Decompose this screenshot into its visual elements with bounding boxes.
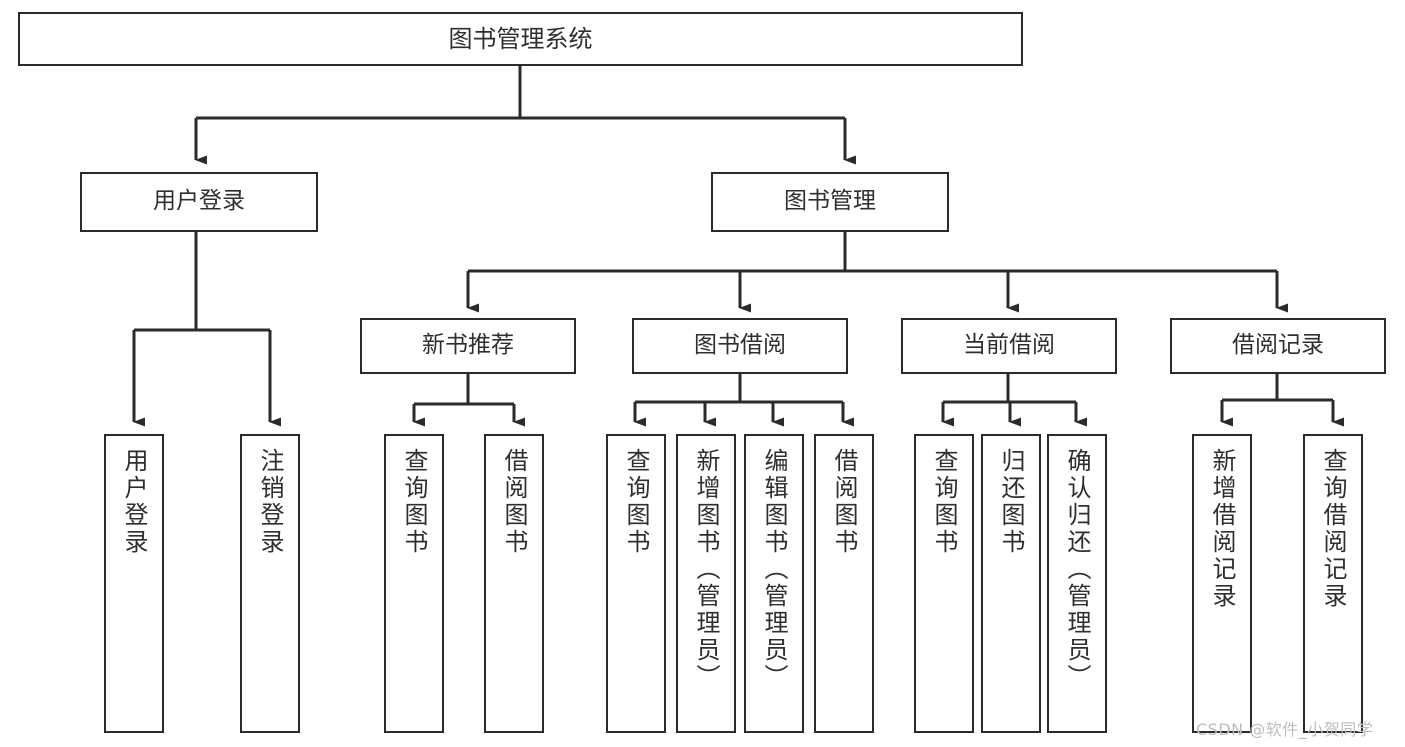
node-book-management[interactable]: 图书管理: [711, 172, 949, 232]
node-leaf-user-login[interactable]: 用户登录: [104, 434, 164, 733]
node-label: 新书推荐: [422, 332, 514, 359]
node-leaf-return-book[interactable]: 归还图书: [981, 434, 1041, 733]
node-label: 查询图书: [930, 448, 958, 556]
node-leaf-edit-book-admin[interactable]: 编辑图书（管理员）: [744, 434, 804, 733]
node-label: 用户登录: [153, 188, 245, 215]
node-leaf-add-book-admin[interactable]: 新增图书（管理员）: [676, 434, 736, 733]
node-label: 借阅图书: [830, 448, 858, 556]
node-leaf-query-book-borrow[interactable]: 查询图书: [606, 434, 666, 733]
node-leaf-confirm-return-admin[interactable]: 确认归还（管理员）: [1047, 434, 1107, 733]
node-label: 查询借阅记录: [1319, 448, 1347, 610]
node-label: 图书借阅: [694, 332, 786, 359]
node-leaf-add-borrow-record[interactable]: 新增借阅记录: [1192, 434, 1252, 733]
node-borrow-record[interactable]: 借阅记录: [1170, 318, 1386, 374]
node-label: 归还图书: [997, 448, 1025, 556]
node-label: 用户登录: [120, 448, 148, 556]
node-label: 当前借阅: [963, 332, 1055, 359]
node-current-borrow[interactable]: 当前借阅: [901, 318, 1117, 374]
node-label: 新增借阅记录: [1208, 448, 1236, 610]
node-label: 借阅图书: [500, 448, 528, 556]
node-user-login[interactable]: 用户登录: [80, 172, 318, 232]
node-root-library-management-system[interactable]: 图书管理系统: [18, 12, 1023, 66]
node-label: 查询图书: [400, 448, 428, 556]
node-label: 图书管理系统: [448, 24, 593, 53]
node-label: 编辑图书（管理员）: [760, 448, 788, 691]
node-new-book-recommend[interactable]: 新书推荐: [360, 318, 576, 374]
node-label: 注销登录: [256, 448, 284, 556]
node-label: 查询图书: [622, 448, 650, 556]
node-leaf-query-book-current[interactable]: 查询图书: [914, 434, 974, 733]
node-leaf-borrow-book[interactable]: 借阅图书: [814, 434, 874, 733]
node-leaf-borrow-book-recommend[interactable]: 借阅图书: [484, 434, 544, 733]
node-leaf-query-book-recommend[interactable]: 查询图书: [384, 434, 444, 733]
node-label: 确认归还（管理员）: [1063, 448, 1091, 691]
node-leaf-logout[interactable]: 注销登录: [240, 434, 300, 733]
node-leaf-query-borrow-record[interactable]: 查询借阅记录: [1303, 434, 1363, 733]
node-label: 新增图书（管理员）: [692, 448, 720, 691]
node-book-borrow[interactable]: 图书借阅: [632, 318, 848, 374]
node-label: 图书管理: [784, 188, 876, 215]
node-label: 借阅记录: [1232, 332, 1324, 359]
